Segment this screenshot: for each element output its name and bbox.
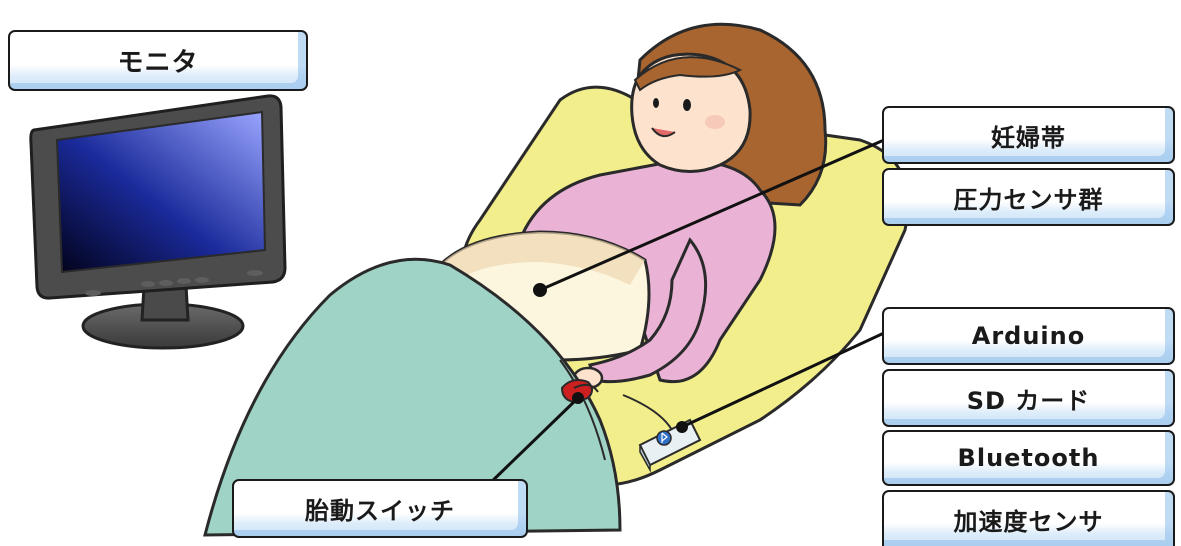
- device-marker: [676, 421, 688, 433]
- pressure-sensors-label: 圧力センサ群: [882, 168, 1175, 226]
- monitor-icon: [31, 96, 285, 348]
- maternity-band-label: 妊婦帯: [882, 106, 1175, 164]
- arduino-label: Arduino: [882, 307, 1175, 365]
- fetal-movement-switch-label: 胎動スイッチ: [232, 479, 528, 538]
- sd-card-label: SD カード: [882, 369, 1175, 427]
- accelerometer-label: 加速度センサ: [882, 490, 1175, 546]
- monitor-label: モニタ: [8, 30, 308, 91]
- belly-marker: [533, 283, 547, 297]
- bluetooth-label: Bluetooth: [882, 430, 1175, 486]
- switch-marker: [572, 392, 584, 404]
